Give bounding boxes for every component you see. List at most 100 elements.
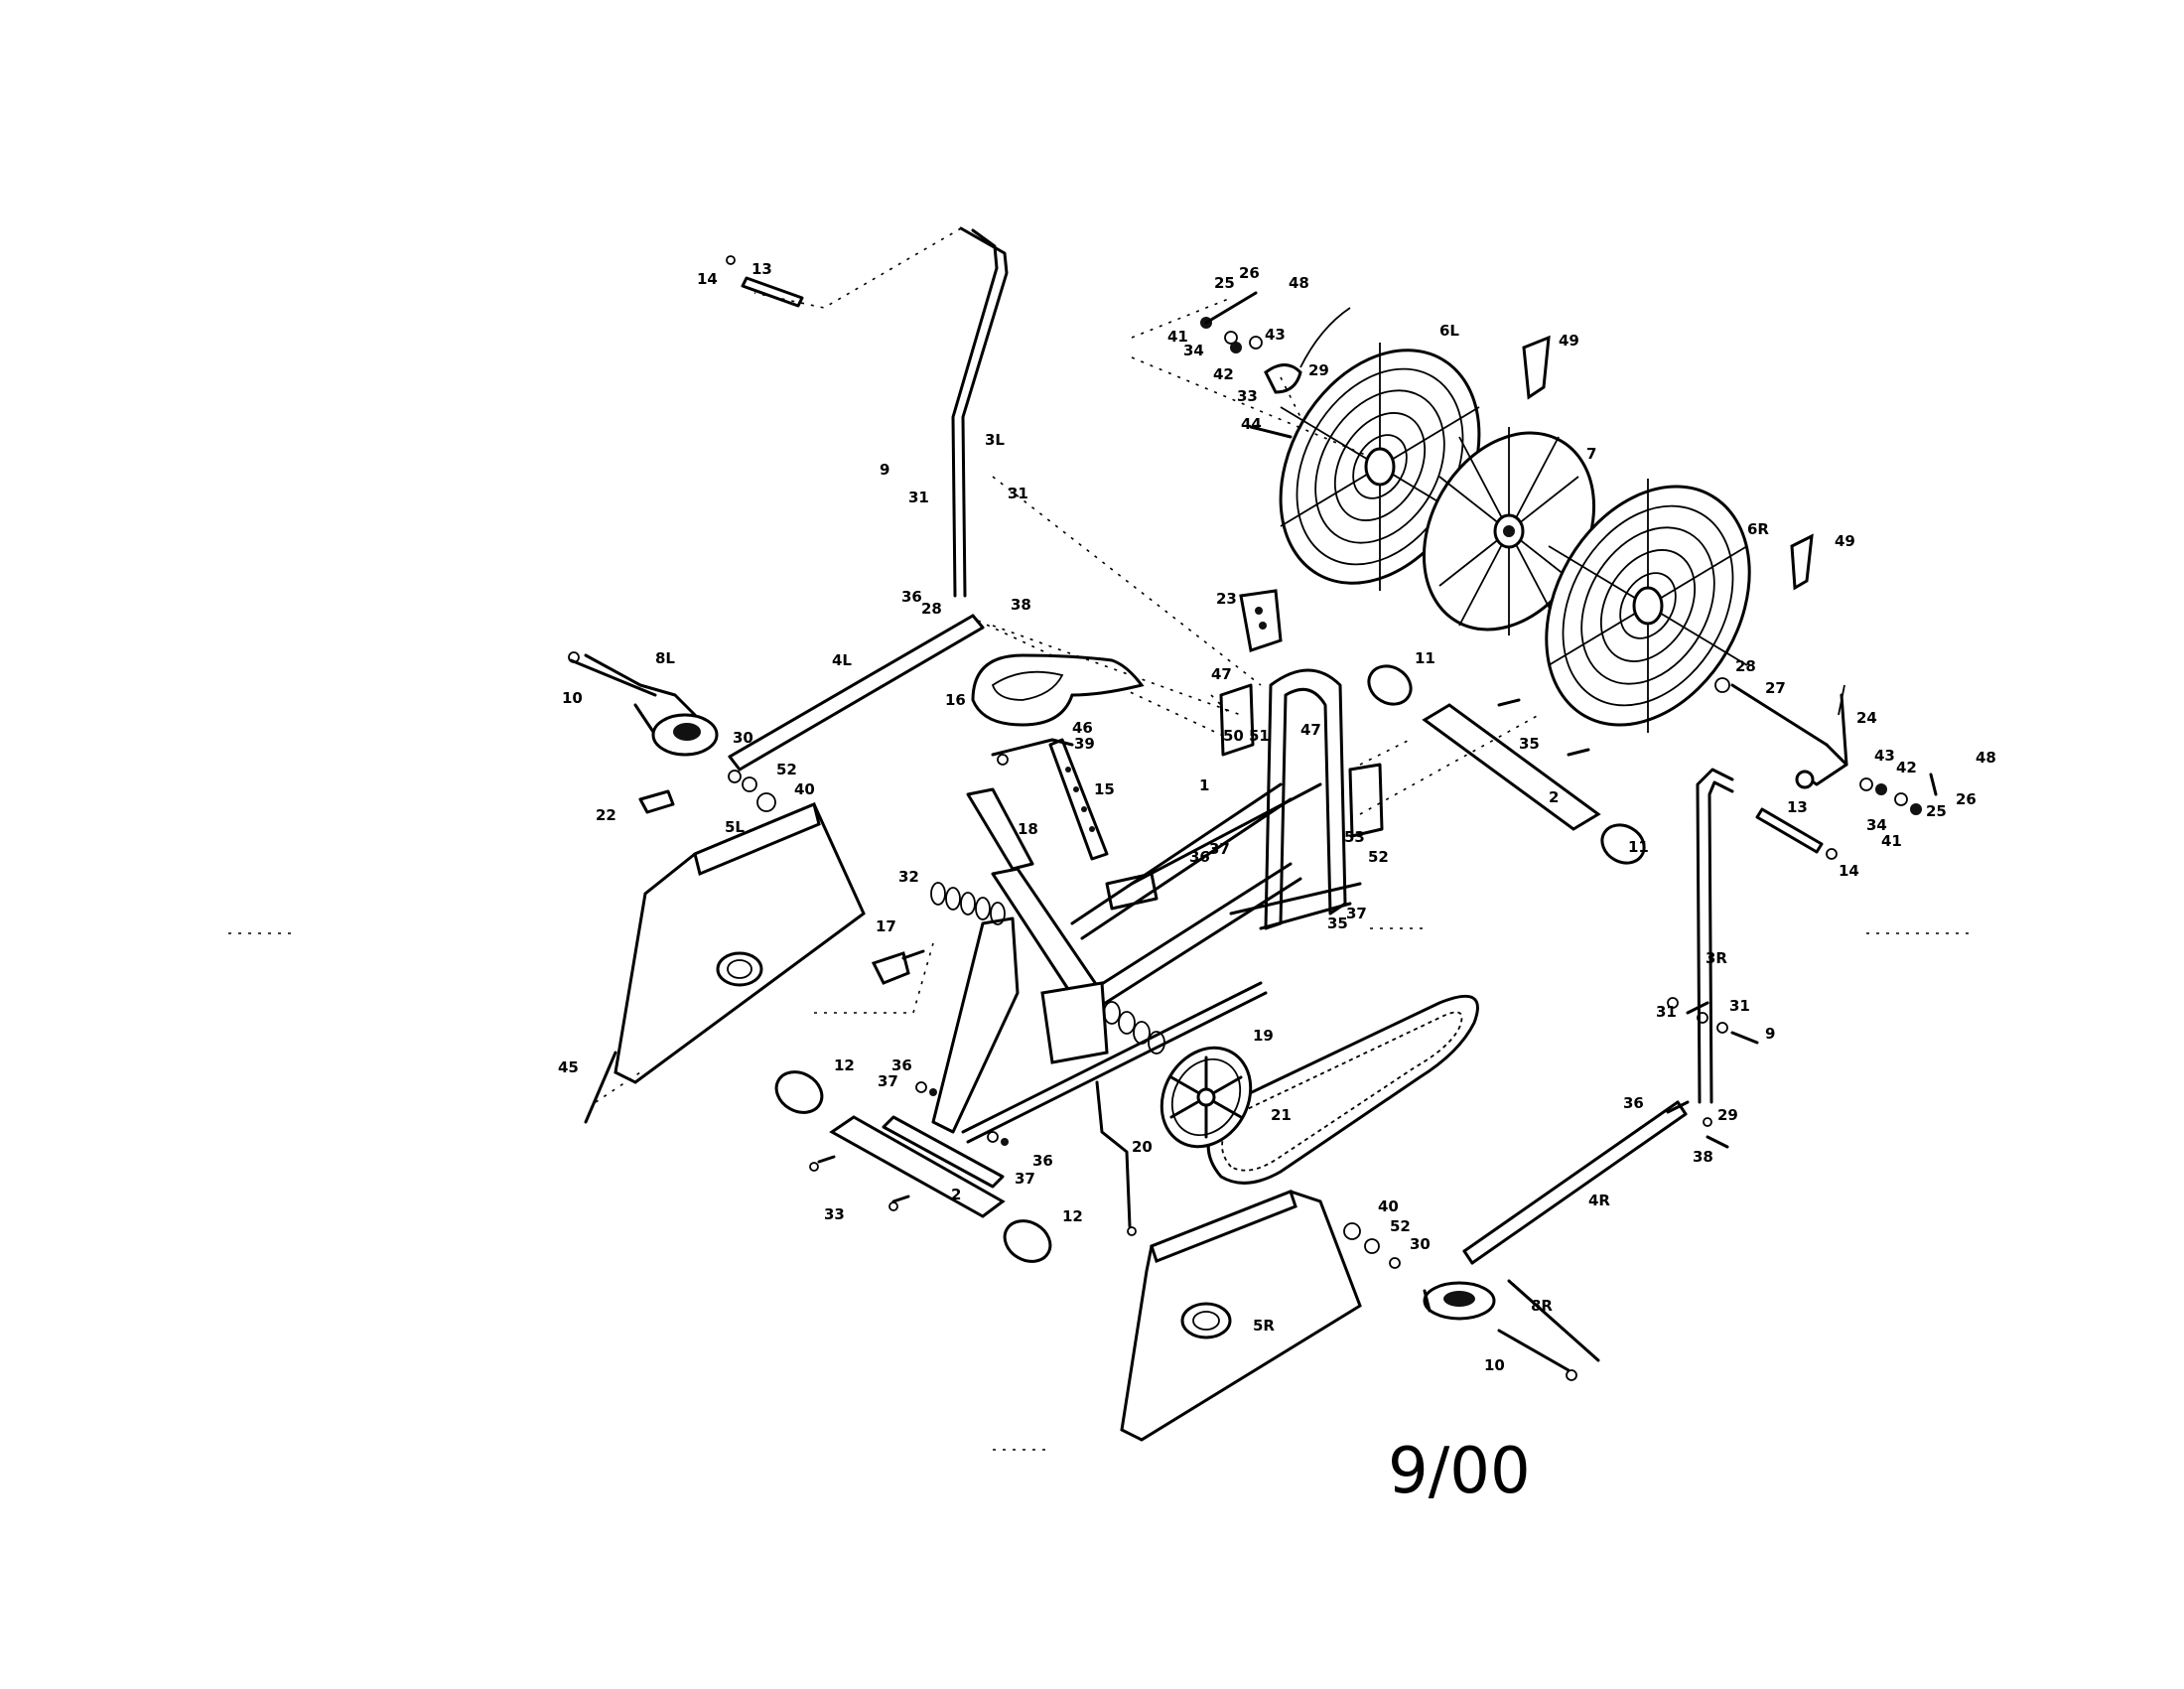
part-label: 36 bbox=[901, 588, 922, 606]
part-label: 2 bbox=[951, 1186, 961, 1203]
part-label: 14 bbox=[1839, 862, 1859, 880]
part-label: 4R bbox=[1588, 1192, 1610, 1209]
part-label: 40 bbox=[1378, 1197, 1399, 1215]
grip-top-left bbox=[726, 255, 804, 308]
part-label: 15 bbox=[1094, 780, 1115, 798]
part-label: 52 bbox=[1390, 1217, 1411, 1235]
part-label: 48 bbox=[1976, 749, 1996, 767]
part-label: 10 bbox=[562, 689, 583, 707]
fan-cap-right bbox=[1790, 533, 1814, 591]
part-label: 8R bbox=[1531, 1297, 1553, 1315]
part-label: 36 bbox=[1189, 848, 1210, 866]
part-label: 34 bbox=[1183, 342, 1204, 359]
part-label: 3L bbox=[985, 431, 1005, 449]
part-label: 42 bbox=[1896, 759, 1917, 776]
part-label: 53 bbox=[1344, 828, 1365, 846]
seat bbox=[971, 653, 1145, 727]
part-label: 38 bbox=[1693, 1148, 1713, 1166]
part-label: 35 bbox=[1519, 735, 1540, 753]
part-label: 46 bbox=[1072, 719, 1093, 737]
part-label: 37 bbox=[878, 1072, 898, 1090]
right-pedal bbox=[1423, 1279, 1600, 1381]
main-frame bbox=[931, 668, 1362, 1144]
part-label: 41 bbox=[1881, 832, 1902, 850]
part-label: 11 bbox=[1628, 838, 1649, 856]
part-label: 47 bbox=[1211, 665, 1232, 683]
part-label: 9 bbox=[880, 461, 889, 479]
part-label: 12 bbox=[834, 1056, 855, 1074]
part-label: 13 bbox=[1787, 798, 1808, 816]
part-label: 5R bbox=[1253, 1317, 1275, 1335]
part-label: 26 bbox=[1956, 790, 1977, 808]
left-crank-arm bbox=[728, 614, 1222, 772]
part-label: 30 bbox=[1410, 1235, 1431, 1253]
front-stabilizer-hardware bbox=[915, 1081, 1009, 1146]
right-fan-crank bbox=[1714, 677, 1938, 815]
fan-wheel bbox=[1422, 427, 1596, 635]
adjustment-knob bbox=[871, 949, 925, 985]
part-label: 29 bbox=[1717, 1106, 1738, 1124]
grip-right bbox=[1755, 807, 1838, 860]
part-label: 51 bbox=[1249, 727, 1270, 745]
chain-sprocket bbox=[1160, 1046, 1253, 1149]
part-label: 10 bbox=[1484, 1356, 1505, 1374]
part-label: 3R bbox=[1706, 949, 1727, 967]
rear-axle-tube bbox=[1367, 664, 1646, 865]
left-handlebar bbox=[753, 226, 1009, 598]
right-crank-arm bbox=[1462, 1100, 1688, 1265]
part-label: 36 bbox=[1032, 1152, 1053, 1170]
crank-bearings bbox=[1103, 1001, 1165, 1055]
part-label: 28 bbox=[921, 600, 942, 618]
part-label: 13 bbox=[751, 260, 772, 278]
left-cover-clip-45 bbox=[584, 1051, 641, 1124]
part-label: 33 bbox=[1237, 387, 1258, 405]
part-label: 30 bbox=[733, 729, 753, 747]
right-fan-guard bbox=[1545, 479, 1751, 733]
part-label: 43 bbox=[1874, 747, 1895, 765]
part-label: 31 bbox=[1656, 1003, 1677, 1021]
part-label: 48 bbox=[1289, 274, 1309, 292]
part-label: 17 bbox=[876, 917, 896, 935]
part-label: 6R bbox=[1747, 520, 1769, 538]
right-handlebar-hardware bbox=[1666, 997, 1759, 1149]
part-label: 31 bbox=[1008, 485, 1028, 502]
right-cover bbox=[1120, 1190, 1362, 1442]
part-label: 25 bbox=[1926, 802, 1947, 820]
part-label: 18 bbox=[1018, 820, 1038, 838]
part-label: 45 bbox=[558, 1058, 579, 1076]
part-label: 36 bbox=[1623, 1094, 1644, 1112]
part-label: 34 bbox=[1866, 816, 1887, 834]
part-label: 52 bbox=[776, 761, 797, 778]
bottom-crank bbox=[1095, 1080, 1137, 1236]
part-label: 20 bbox=[1132, 1138, 1153, 1156]
part-label: 6L bbox=[1439, 322, 1459, 340]
fan-axle-hardware-top bbox=[1131, 291, 1351, 439]
part-label: 37 bbox=[1209, 840, 1230, 858]
mount-brackets bbox=[1210, 683, 1384, 838]
part-label: 11 bbox=[1415, 649, 1435, 667]
part-label: 40 bbox=[794, 780, 815, 798]
part-label: 38 bbox=[1011, 596, 1031, 614]
front-stabilizer bbox=[774, 1070, 1052, 1263]
assembly-guide-lines bbox=[228, 356, 1976, 1451]
part-label: 39 bbox=[1074, 735, 1095, 753]
part-label: 35 bbox=[1327, 915, 1348, 932]
part-label: 22 bbox=[596, 806, 616, 824]
part-label: 16 bbox=[945, 691, 966, 709]
part-label: 29 bbox=[1308, 361, 1329, 379]
part-label: 24 bbox=[1856, 709, 1877, 727]
right-small-hardware bbox=[1343, 1222, 1401, 1269]
right-handlebar bbox=[1686, 768, 1734, 1104]
part-label: 52 bbox=[1368, 848, 1389, 866]
part-label: 47 bbox=[1300, 721, 1321, 739]
seat-post bbox=[991, 738, 1109, 861]
part-label: 36 bbox=[891, 1056, 912, 1074]
part-label: 9 bbox=[1765, 1025, 1775, 1043]
part-label: 44 bbox=[1241, 415, 1262, 433]
part-label: 26 bbox=[1239, 264, 1260, 282]
part-label: 32 bbox=[898, 868, 919, 886]
part-label: 25 bbox=[1214, 274, 1235, 292]
left-small-hardware bbox=[638, 770, 776, 814]
